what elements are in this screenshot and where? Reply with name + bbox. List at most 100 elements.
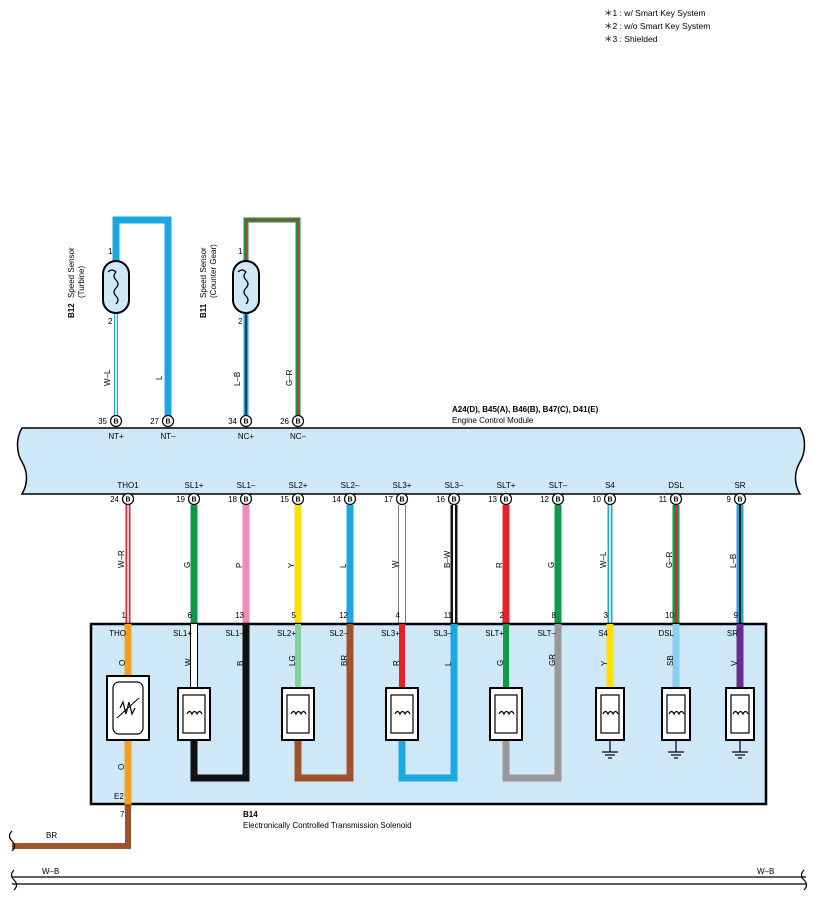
wire-b12-l: [112, 216, 172, 420]
solenoid-pin-label: SL1–: [225, 629, 244, 638]
ecm-top-pin-27: B: [161, 414, 175, 428]
internal-wire-label: V: [730, 660, 739, 666]
harness-wire-label: W–R: [117, 550, 126, 568]
connector-code: B: [737, 497, 742, 504]
solenoid-pin-num: 11: [444, 611, 453, 620]
footnote-1: ＊1 : w/ Smart Key System: [604, 8, 706, 18]
b12-name: Speed Sensor: [67, 247, 76, 298]
ecm-bottom-pin-label: THO1: [117, 481, 139, 490]
b12-id: B12: [67, 303, 76, 318]
bus-label-left: W–B: [42, 867, 59, 876]
ecm-bottom-pin-num: 19: [176, 495, 185, 504]
connector-code: B: [607, 497, 612, 504]
solenoid-pin-num: 10: [665, 611, 674, 620]
connector-code: B: [451, 497, 456, 504]
b11-sub: (Counter Gear): [209, 244, 218, 298]
ecm-top-pin-label: NC–: [290, 432, 307, 441]
solenoid-pin-label: SL2–: [329, 629, 348, 638]
ecm-bottom-pin-num: 16: [436, 495, 445, 504]
bus-label-right: W–B: [757, 867, 774, 876]
speed-sensor-b11: [232, 260, 260, 314]
ecm-bottom-pin-10: B: [603, 492, 617, 506]
footnotes: ＊1 : w/ Smart Key System ＊2 : w/o Smart …: [604, 7, 710, 46]
connector-code: B: [555, 497, 560, 504]
harness-wire-label: Y: [287, 562, 296, 568]
internal-wire-label: SB: [666, 655, 675, 666]
internal-wire-label: LG: [288, 655, 297, 666]
footnote-2: ＊2 : w/o Smart Key System: [604, 21, 711, 31]
ground-pin-label: E2: [114, 792, 124, 801]
internal-wire-label: Y: [600, 660, 609, 666]
solenoid-coil: [661, 687, 691, 741]
solenoid-coil: [385, 687, 419, 741]
solenoid-pins: 1THO6SL1+13SL1–5SL2+12SL2–4SL3+11SL3–2SL…: [109, 611, 738, 638]
internal-wire-label: GR: [548, 654, 557, 666]
wire-b11-gr: [243, 217, 301, 420]
ecm-bottom-pin-24: B: [121, 492, 135, 506]
internal-wire-label: W: [184, 658, 193, 666]
connector-code: B: [347, 497, 352, 504]
ecm-bottom-pin-label: SL2+: [289, 481, 308, 490]
ecm-bottom-pin-num: 11: [659, 495, 668, 504]
ground-symbol: [668, 740, 684, 759]
harness-wire-label: L: [339, 563, 348, 568]
harness-wire-label: W: [391, 560, 400, 568]
ecm-bottom-pin-num: 10: [592, 495, 601, 504]
connector-code: B: [673, 497, 678, 504]
harness-wire-label: G–R: [665, 551, 674, 568]
solenoid-pin-label: SL3–: [433, 629, 452, 638]
b12-wire1-label: L: [155, 375, 164, 380]
harness-wire-label: G: [547, 562, 556, 568]
solenoid-pin-num: 1: [122, 611, 127, 620]
harness-wire-label: L–B: [729, 554, 738, 568]
ecm-bottom-pin-num: 15: [280, 495, 289, 504]
ecm-name: Engine Control Module: [452, 416, 534, 425]
ecm-top-pin-label: NT–: [160, 432, 176, 441]
ecm-bottom-pin-19: B: [187, 492, 201, 506]
solenoid-pin-label: SL2+: [277, 629, 296, 638]
ecm-bottom-pin-label: DSL: [668, 481, 684, 490]
connector-code: B: [113, 419, 118, 426]
solenoid-pin-label: SL1+: [173, 629, 192, 638]
solenoid-coil: [281, 687, 315, 741]
ecm-top-pin-num: 27: [150, 417, 159, 426]
ecm-bottom-pin-num: 24: [110, 495, 119, 504]
wire-ground-br: [12, 804, 131, 849]
solenoid-pin-label: SL3+: [381, 629, 400, 638]
internal-wire-label: L: [444, 661, 453, 666]
ecm-top-pin-26: B: [291, 414, 305, 428]
ecm-bottom-pin-num: 13: [488, 495, 497, 504]
solenoid-loop: [294, 624, 354, 782]
solenoid-pin-num: 3: [604, 611, 609, 620]
ecm-top-pin-label: NT+: [108, 432, 124, 441]
internal-wire-label: O: [118, 660, 127, 666]
solenoid-pin-num: 9: [734, 611, 739, 620]
b12-sub: (Turbine): [77, 266, 86, 298]
ground-bus: [10, 869, 808, 891]
connector-code: B: [191, 497, 196, 504]
ecm-bottom-pin-num: 14: [332, 495, 341, 504]
ecm-bottom-pin-14: B: [343, 492, 357, 506]
ecm-top-pin-num: 26: [280, 417, 289, 426]
harness-wire-label: W–L: [599, 551, 608, 568]
solenoid-loop: [502, 624, 562, 782]
b12-wire2-label: W–L: [103, 369, 112, 386]
solenoid-coil: [489, 687, 523, 741]
ecm-bottom-pin-label: SLT+: [497, 481, 516, 490]
b11-pin1: 1: [238, 247, 243, 256]
ecm-top-pin-num: 34: [228, 417, 237, 426]
b11-id: B11: [199, 303, 208, 318]
b11-wire2-label: L–B: [233, 372, 242, 386]
b11-wire1-label: G–R: [285, 369, 294, 386]
solenoid-coil: [725, 687, 755, 741]
footnote-3: ＊3 : Shielded: [604, 34, 658, 44]
ecm-bottom-pin-12: B: [551, 492, 565, 506]
ecm-bottom-pin-label: SLT–: [549, 481, 568, 490]
internal-wire-label: BR: [340, 655, 349, 666]
connector-code: B: [503, 497, 508, 504]
solenoid-pin-label: DSL: [658, 629, 674, 638]
ecm-bottom-pin-13: B: [499, 492, 513, 506]
solenoid-pin-label: SR: [727, 629, 738, 638]
solenoid-name: Electronically Controlled Transmission S…: [243, 821, 412, 830]
